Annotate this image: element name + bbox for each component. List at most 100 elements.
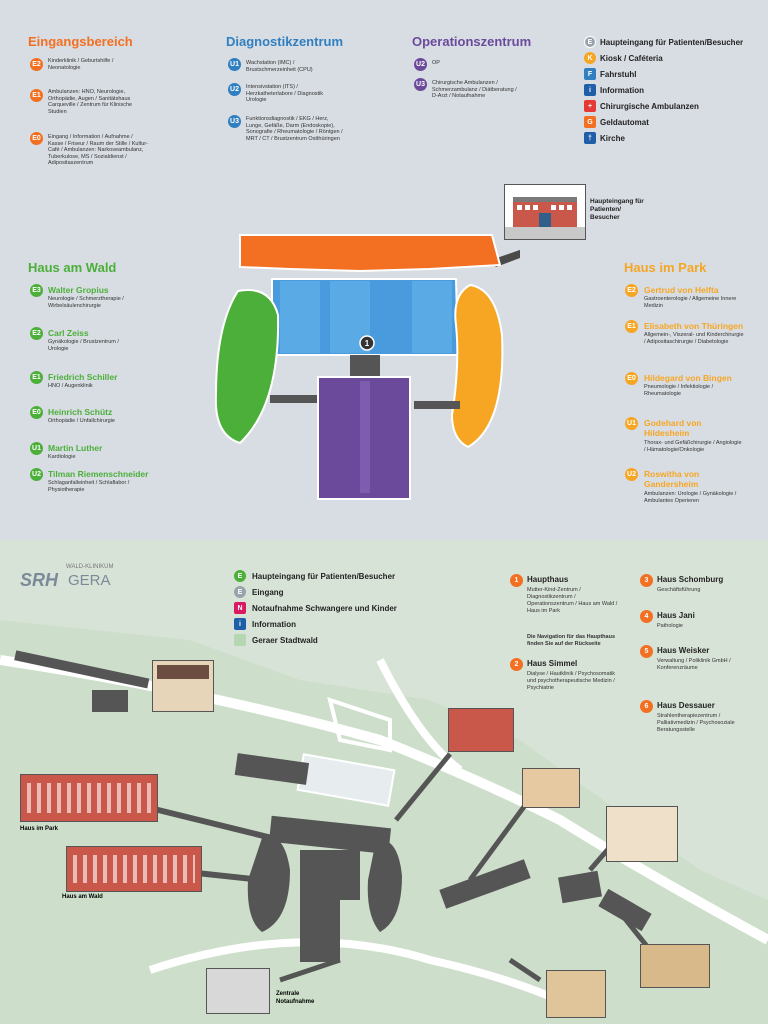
house-sub: Mutter-Kind-Zentrum / Diagnostikzentrum …	[527, 587, 618, 614]
eingang-item-text: Kinderklinik / Geburtshilfe / Neonatolog…	[48, 58, 114, 71]
label-haus-am-wald: Haus am Wald	[62, 894, 103, 900]
station-name: Friedrich Schiller	[48, 372, 118, 382]
notaufnahme-picture	[206, 968, 270, 1014]
floor-badge-e2: E2	[30, 327, 43, 340]
floor-badge-e1: E1	[30, 371, 43, 384]
house-number-badge: 4	[640, 610, 653, 623]
entrance-icon: E	[584, 36, 596, 48]
emergency-children-icon: N	[234, 602, 246, 614]
window-grid	[73, 855, 195, 883]
site-map: WALD-KLINIKUM SRH GERA E Haupteingang fü…	[0, 540, 768, 1024]
house-sub: Pathologie	[657, 623, 683, 629]
house-sub: Dialyse / Hautklinik / Psychosomatik und…	[527, 671, 616, 691]
svg-text:1: 1	[365, 339, 370, 348]
floor-badge-e0: E0	[625, 372, 638, 385]
station-text: HNO / Augenklinik	[48, 383, 93, 389]
legend-label: Kiosk / Caféteria	[600, 54, 663, 63]
nav-note: Die Navigation für das Haupthaus finden …	[527, 634, 616, 647]
house-number-badge: 5	[640, 645, 653, 658]
station-name: Godehard von Hildesheim	[644, 418, 702, 438]
floor-badge-e3: E3	[30, 284, 43, 297]
house-name: Haus Weisker	[657, 646, 710, 655]
legend-label: Kirche	[600, 134, 625, 143]
station-name: Roswitha von Gandersheim	[644, 469, 700, 489]
house-number-badge: 3	[640, 574, 653, 587]
eingang-item-text: Eingang / Information / Aufnahme / Kasse…	[48, 134, 148, 167]
house-number-badge: 1	[510, 574, 523, 587]
haus-im-park-picture	[20, 774, 158, 822]
legend-label: Eingang	[252, 588, 284, 597]
legend-label: Information	[600, 86, 644, 95]
station-text: Orthopädie / Unfallchirurgie	[48, 418, 115, 424]
floor-badge-e0: E0	[30, 406, 43, 419]
house-sub: Geschäftsführung	[657, 587, 701, 593]
house-number-badge: 2	[510, 658, 523, 671]
house-name: Haus Jani	[657, 611, 695, 620]
haus-dessauer-picture	[640, 944, 710, 988]
floor-badge-e1: E1	[30, 89, 43, 102]
legend-label: Haupteingang für Patienten/Besucher	[252, 572, 396, 581]
elevator-icon: F	[584, 68, 596, 80]
villa-picture	[152, 660, 214, 712]
operationszentrum-title: Operationszentrum	[412, 34, 532, 49]
station-name: Gertrud von Helfta	[644, 285, 719, 295]
station-name: Elisabeth von Thüringen	[644, 321, 744, 331]
diagnostik-item-text: Funktionsdiagnostik / EKG / Herz, Lunge,…	[246, 116, 343, 142]
diagnostik-item-text: Wachstation (IMC) / Brustschmerzeinheit …	[246, 60, 313, 73]
haus-weisker-picture	[606, 806, 678, 862]
station-name: Walter Gropius	[48, 285, 109, 295]
legend-label: Chirurgische Ambulanzen	[600, 102, 699, 111]
station-text: Kardiologie	[48, 454, 76, 460]
surgery-icon: +	[584, 100, 596, 112]
label-zentrale-notaufnahme: Zentrale Notaufnahme	[276, 991, 315, 1005]
site-map-drawing	[0, 620, 768, 1024]
house-name: Haus Schomburg	[657, 575, 724, 584]
house-name: Haus Dessauer	[657, 701, 715, 710]
station-name: Martin Luther	[48, 443, 103, 453]
haus-im-park-title: Haus im Park	[624, 260, 707, 275]
haus-schomburg-picture	[546, 970, 606, 1018]
logo-tagline: WALD-KLINIKUM	[66, 564, 114, 570]
logo-city: GERA	[68, 572, 111, 589]
legend-label: Geldautomat	[600, 118, 649, 127]
diagnostik-item-text: Intensivstation (ITS) / Herzkatheterlabo…	[246, 84, 324, 104]
house-name: Haupthaus	[527, 575, 569, 584]
legend-label: Information	[252, 620, 296, 629]
legend-label: Haupteingang für Patienten/Besucher	[600, 38, 744, 47]
legend-label: Fahrstuhl	[600, 70, 637, 79]
station-name: Heinrich Schütz	[48, 407, 113, 417]
building-illustration	[505, 197, 585, 239]
floor-badge-e1: E1	[625, 320, 638, 333]
diagnostikzentrum-title: Diagnostikzentrum	[226, 34, 344, 49]
house-sub: Strahlentherapiezentrum / Palliativmediz…	[657, 713, 735, 733]
floor-badge-u3: U3	[414, 78, 427, 91]
floor-badge-u1: U1	[625, 417, 638, 430]
op-item-text: Chirurgische Ambulanzen / Schmerzambulan…	[432, 80, 517, 100]
station-name: Tilman Riemenschneider	[48, 469, 149, 479]
eingangsbereich-title: Eingangsbereich	[28, 34, 133, 49]
window-grid	[27, 783, 151, 813]
church-icon: †	[584, 132, 596, 144]
floor-badge-u1: U1	[228, 58, 241, 71]
floor-badge-u2: U2	[30, 468, 43, 481]
station-text: Thorax- und Gefäßchirurgie / Angiologie …	[644, 440, 742, 453]
floor-badge-u2: U2	[625, 468, 638, 481]
haupteingang-picture	[504, 184, 586, 240]
floor-badge-u3: U3	[228, 115, 241, 128]
logo-srh: SRH	[20, 570, 59, 590]
station-text: Gynäkologie / Brustzentrum / Urologie	[48, 339, 119, 352]
station-text: Pneumologie / Infektiologie / Rheumatolo…	[644, 384, 714, 397]
haupteingang-small-picture	[448, 708, 514, 752]
haus-am-wald-title: Haus am Wald	[28, 260, 117, 275]
house-sub: Verwaltung / Poliklinik GmbH / Konferenz…	[657, 658, 731, 671]
legend-label: Notaufnahme Schwangere und Kinder	[252, 604, 397, 613]
floor-badge-u2: U2	[414, 58, 427, 71]
station-text: Ambulanzen: Urologie / Gynäkologie / Amb…	[644, 491, 737, 504]
floor-badge-e2: E2	[30, 58, 43, 71]
floor-badge-u1: U1	[30, 442, 43, 455]
house-number-badge: 6	[640, 700, 653, 713]
station-text: Gastroenterologie / Allgemeine Innere Me…	[644, 296, 737, 309]
info-icon: i	[234, 618, 246, 630]
label-haus-im-park: Haus im Park	[20, 826, 59, 832]
station-text: Allgemein-, Viszeral- und Kinderchirurgi…	[644, 332, 744, 345]
